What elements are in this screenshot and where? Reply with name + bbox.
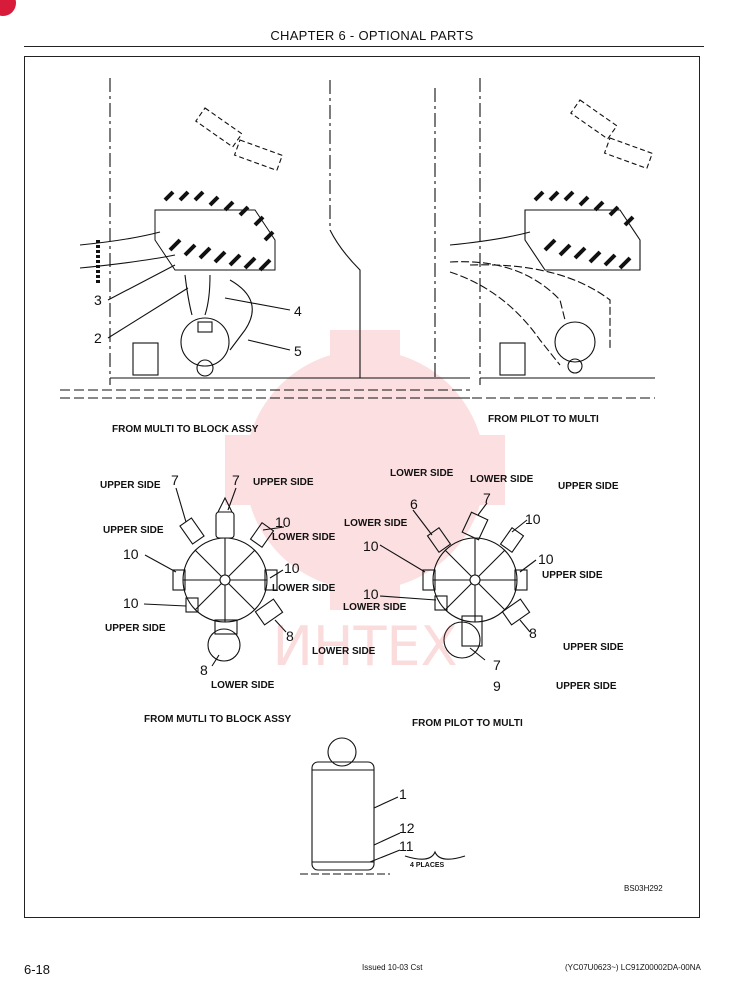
callout-3: 3 bbox=[94, 292, 102, 308]
callout-10-right-a: 10 bbox=[525, 511, 541, 527]
callout-7-right-a: 7 bbox=[483, 490, 491, 506]
callout-6: 6 bbox=[410, 496, 418, 512]
right-lower-side-b: LOWER SIDE bbox=[470, 474, 534, 485]
left-upper-side-a: UPPER SIDE bbox=[100, 480, 161, 491]
right-block-detail bbox=[379, 502, 537, 661]
left-upper-side-b: UPPER SIDE bbox=[253, 477, 314, 488]
callout-10-left-d: 10 bbox=[123, 595, 139, 611]
watermark-gear bbox=[225, 330, 505, 610]
diagram-frame bbox=[24, 56, 700, 918]
right-upper-side-d: UPPER SIDE bbox=[556, 681, 617, 692]
callout-9: 9 bbox=[493, 678, 501, 694]
callout-10-right-c: 10 bbox=[538, 551, 554, 567]
callout-8-left-a: 8 bbox=[286, 628, 294, 644]
caption-top-left: FROM MULTI TO BLOCK ASSY bbox=[112, 424, 259, 435]
left-block-detail bbox=[143, 487, 287, 667]
chapter-title: CHAPTER 6 - OPTIONAL PARTS bbox=[270, 28, 474, 43]
figure-id: BS03H292 bbox=[624, 884, 663, 893]
callout-7-left-a: 7 bbox=[171, 472, 179, 488]
caption-top-right: FROM PILOT TO MULTI bbox=[488, 414, 599, 425]
callout-10-right-d: 10 bbox=[363, 586, 379, 602]
page-number: 6-18 bbox=[24, 962, 51, 977]
caption-mid-left: FROM MUTLI TO BLOCK ASSY bbox=[144, 714, 292, 725]
right-lower-side-d: LOWER SIDE bbox=[343, 602, 407, 613]
right-upper-side-a: UPPER SIDE bbox=[558, 481, 619, 492]
callout-10-left-a: 10 bbox=[275, 514, 291, 530]
left-upper-side-d: UPPER SIDE bbox=[105, 623, 166, 634]
top-left-illustration bbox=[60, 78, 470, 399]
callout-10-right-b: 10 bbox=[363, 538, 379, 554]
left-lower-side-d: LOWER SIDE bbox=[211, 680, 275, 691]
callout-8-right: 8 bbox=[529, 625, 537, 641]
callout-8-left-b: 8 bbox=[200, 662, 208, 678]
issued-note: Issued 10-03 Cst bbox=[362, 963, 423, 972]
corner-tab bbox=[0, 0, 16, 16]
callout-12: 12 bbox=[399, 820, 415, 836]
callout-2: 2 bbox=[94, 330, 102, 346]
left-lower-side-c: LOWER SIDE bbox=[312, 646, 376, 657]
right-upper-side-c: UPPER SIDE bbox=[563, 642, 624, 653]
places-note: 4 PLACES bbox=[410, 862, 445, 869]
callout-4: 4 bbox=[294, 303, 302, 319]
callout-11: 11 bbox=[399, 838, 414, 854]
callout-7-left-b: 7 bbox=[232, 472, 240, 488]
callout-7-right-b: 7 bbox=[493, 657, 501, 673]
right-upper-side-b: UPPER SIDE bbox=[542, 570, 603, 581]
callout-10-left-b: 10 bbox=[123, 546, 139, 562]
accumulator-illustration bbox=[300, 737, 466, 875]
callout-1: 1 bbox=[399, 786, 407, 802]
header-rule bbox=[24, 46, 704, 47]
left-lower-side-a: LOWER SIDE bbox=[272, 532, 336, 543]
callout-5: 5 bbox=[294, 343, 302, 359]
callout-10-left-c: 10 bbox=[284, 560, 300, 576]
watermark-text: ИНТЕХ bbox=[272, 615, 457, 678]
left-upper-side-c: UPPER SIDE bbox=[103, 525, 164, 536]
top-right-illustration bbox=[430, 78, 655, 399]
right-lower-side-a: LOWER SIDE bbox=[390, 468, 454, 479]
serial-range: (YC07U0623~) LC91Z00002DA-00NA bbox=[565, 963, 701, 972]
caption-mid-right: FROM PILOT TO MULTI bbox=[412, 718, 523, 729]
left-lower-side-b: LOWER SIDE bbox=[272, 583, 336, 594]
right-lower-side-c: LOWER SIDE bbox=[344, 518, 408, 529]
